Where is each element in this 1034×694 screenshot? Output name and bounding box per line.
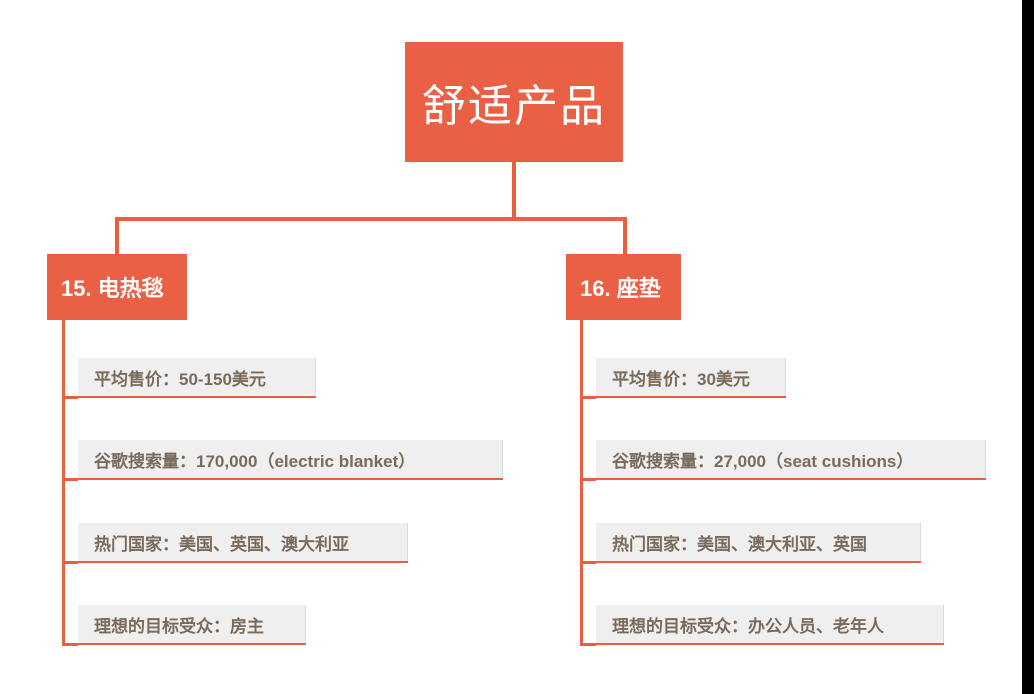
right-leaf-text-3: 热门国家：美国、澳大利亚、英国 xyxy=(612,534,867,554)
left-branch-spine xyxy=(62,320,65,645)
branch-node-electric-blanket[interactable]: 15. 电热毯 xyxy=(47,254,187,320)
left-leaf-underline-1 xyxy=(78,396,316,398)
left-leaf-box-2[interactable]: 谷歌搜索量：170,000（electric blanket） xyxy=(78,440,503,478)
right-leaf-text-2: 谷歌搜索量：27,000（seat cushions） xyxy=(612,451,914,471)
right-leaf-box-3[interactable]: 热门国家：美国、澳大利亚、英国 xyxy=(596,523,921,561)
left-branch-drop-connector xyxy=(115,217,119,257)
branch-node-seat-cushion[interactable]: 16. 座垫 xyxy=(566,254,681,320)
root-node-label: 舒适产品 xyxy=(422,82,606,131)
right-leaf-stub-1 xyxy=(580,396,596,399)
right-leaf-text-1: 平均售价：30美元 xyxy=(612,369,750,389)
right-edge-band xyxy=(1022,0,1034,694)
branch-node-label: 16. 座垫 xyxy=(580,276,661,301)
left-leaf-text-4: 理想的目标受众：房主 xyxy=(94,616,264,636)
right-leaf-box-2[interactable]: 谷歌搜索量：27,000（seat cushions） xyxy=(596,440,986,478)
left-leaf-stub-2 xyxy=(62,478,78,481)
right-leaf-underline-4 xyxy=(596,643,944,645)
right-leaf-stub-3 xyxy=(580,561,596,564)
branch-distribution-bar xyxy=(115,217,627,221)
right-leaf-box-4[interactable]: 理想的目标受众：办公人员、老年人 xyxy=(596,605,944,643)
root-node[interactable]: 舒适产品 xyxy=(405,42,623,162)
left-leaf-underline-2 xyxy=(78,478,503,480)
right-leaf-stub-4 xyxy=(580,643,596,646)
right-branch-spine xyxy=(580,320,583,645)
left-leaf-text-2: 谷歌搜索量：170,000（electric blanket） xyxy=(94,451,416,471)
right-leaf-text-4: 理想的目标受众：办公人员、老年人 xyxy=(612,616,884,636)
left-leaf-box-1[interactable]: 平均售价：50-150美元 xyxy=(78,358,316,396)
left-leaf-underline-3 xyxy=(78,561,408,563)
left-leaf-underline-4 xyxy=(78,643,306,645)
right-leaf-underline-3 xyxy=(596,561,921,563)
left-leaf-box-3[interactable]: 热门国家：美国、英国、澳大利亚 xyxy=(78,523,408,561)
right-leaf-underline-1 xyxy=(596,396,786,398)
left-leaf-stub-1 xyxy=(62,396,78,399)
left-leaf-box-4[interactable]: 理想的目标受众：房主 xyxy=(78,605,306,643)
root-trunk-connector xyxy=(512,162,516,220)
branch-node-label: 15. 电热毯 xyxy=(61,276,164,301)
left-leaf-stub-3 xyxy=(62,561,78,564)
right-leaf-underline-2 xyxy=(596,478,986,480)
right-leaf-stub-2 xyxy=(580,478,596,481)
right-branch-drop-connector xyxy=(623,217,627,257)
left-leaf-stub-4 xyxy=(62,643,78,646)
left-leaf-text-1: 平均售价：50-150美元 xyxy=(94,369,266,389)
right-leaf-box-1[interactable]: 平均售价：30美元 xyxy=(596,358,786,396)
left-leaf-text-3: 热门国家：美国、英国、澳大利亚 xyxy=(94,534,349,554)
